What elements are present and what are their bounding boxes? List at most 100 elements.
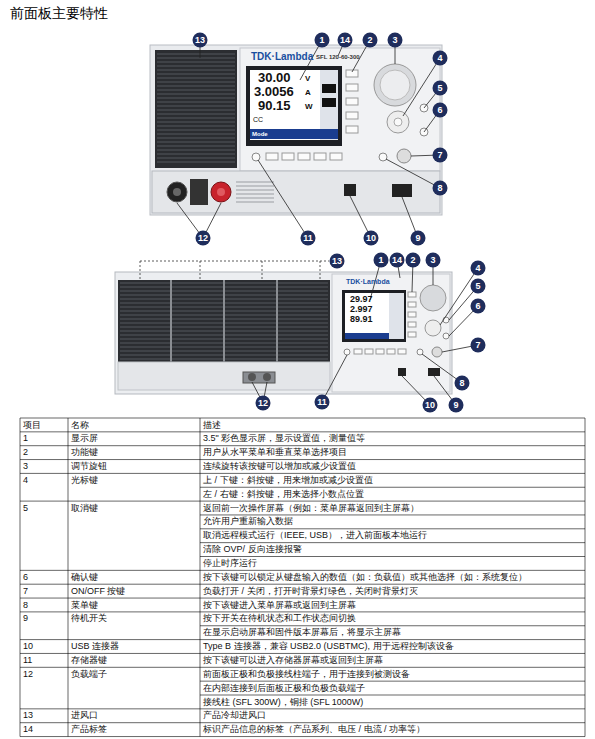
callout-number: 2	[401, 256, 425, 265]
callout-number: 8	[450, 379, 474, 388]
chassis	[115, 272, 452, 394]
callout-number: 12	[191, 234, 215, 243]
display	[345, 293, 389, 339]
soft-key	[282, 153, 294, 160]
callout-number: 10	[418, 401, 442, 410]
table-description: 按下该键可以进入存储器屏幕或返回到主屏幕	[203, 656, 383, 665]
table-item-number: 9	[23, 614, 28, 623]
table-description: 在显示启动屏幕和固件版本屏幕后，将显示主屏幕	[203, 628, 401, 637]
soft-key	[398, 349, 406, 354]
standby-switch	[392, 184, 412, 197]
table-description: 接线柱 (SFL 300W)，铜排 (SFL 1000W)	[203, 698, 363, 707]
function-key	[408, 312, 416, 317]
bracket-tick	[200, 261, 201, 279]
table-description: 连续旋转该按键可以增加或减少设置值	[203, 462, 356, 471]
bracket-tick	[140, 261, 141, 279]
vent-slat	[157, 153, 235, 154]
table-description: 3.5" 彩色显示屏，显示设置值，测量值等	[203, 434, 365, 443]
table-item-number: 12	[23, 670, 33, 679]
screen-bezel	[342, 290, 406, 342]
adjust-knob	[374, 64, 416, 106]
chassis	[150, 45, 442, 215]
vent-slat	[157, 117, 235, 118]
negative-terminal	[167, 182, 187, 202]
table-item-number: 3	[23, 462, 28, 471]
table-item-name: 取消键	[71, 504, 98, 513]
table-header: 名称	[71, 421, 89, 430]
vent-slat	[157, 81, 235, 82]
table-rule	[20, 431, 585, 432]
display-unit: A	[305, 89, 311, 97]
busbar-terminals	[243, 372, 275, 383]
table-rule	[200, 542, 585, 543]
table-item-name: 负载端子	[71, 670, 107, 679]
table-description: 负载打开 / 关闭，打开时背景灯绿色，关闭时背景灯灭	[203, 587, 418, 596]
table-rule	[200, 528, 585, 529]
table-rule	[20, 445, 585, 446]
table-rule	[20, 736, 585, 737]
callout-number: 7	[428, 151, 452, 160]
callout-number: 5	[428, 84, 452, 93]
lower-panel	[118, 362, 330, 390]
cancel-key	[443, 317, 449, 323]
callout-number: 11	[296, 234, 320, 243]
vent-slat	[236, 194, 274, 195]
callout-number: 5	[466, 282, 490, 291]
vent-slat	[236, 182, 274, 183]
table-description: 按下开关在待机状态和工作状态间切换	[203, 614, 356, 623]
negative-terminal-cap	[173, 188, 181, 196]
table-item-name: 菜单键	[71, 601, 98, 610]
cursor-keys	[387, 111, 409, 133]
table-rule	[20, 584, 585, 585]
display-flag	[322, 98, 336, 107]
table-item-number: 1	[23, 434, 28, 443]
table-header: 项目	[23, 421, 41, 430]
function-key	[346, 84, 358, 91]
adjust-knob-inner	[380, 70, 410, 100]
vent-divider	[276, 280, 278, 362]
vent-slat	[157, 53, 235, 54]
device-illustration	[115, 45, 452, 394]
usb-port	[398, 368, 406, 376]
cursor-keys-center	[394, 118, 402, 126]
vent-slat	[236, 186, 274, 187]
vent-slat	[157, 149, 235, 150]
vent-slat	[157, 101, 235, 102]
menu-key	[379, 153, 387, 161]
callout-number: 1	[369, 256, 393, 265]
positive-terminal-cap	[217, 188, 225, 196]
vent-slat	[157, 161, 235, 162]
display-current: 2.997	[350, 305, 373, 314]
vent-slat	[157, 61, 235, 62]
table-item-name: 确认键	[71, 573, 98, 582]
callout-number: 7	[466, 341, 490, 350]
callout-number: 13	[188, 36, 212, 45]
table-description: 上 / 下键：斜按键，用来增加或减少设置值	[203, 476, 373, 485]
vent-slat	[157, 121, 235, 122]
display-side	[389, 293, 404, 339]
table-rule	[20, 639, 585, 640]
table-description: 在内部连接到后面板正极和负极负载端子	[203, 684, 365, 693]
vent-slat	[157, 129, 235, 130]
table-item-number: 14	[23, 725, 33, 734]
table-description: 标识产品信息的标签（产品系列、电压 / 电流 / 功率等）	[203, 725, 425, 734]
table-description: 前面板正极和负极接线柱端子，用于连接到被测设备	[203, 670, 410, 679]
callout-number: 3	[421, 256, 445, 265]
leader-line	[440, 268, 478, 325]
callout-number: 4	[428, 54, 452, 63]
menu-tab: Mode	[252, 131, 268, 137]
vent-slat	[157, 97, 235, 98]
table-item-number: 10	[23, 642, 33, 651]
table-rule	[20, 418, 21, 737]
table-rule	[20, 473, 585, 474]
display-voltage: 30.00	[258, 71, 291, 84]
function-key	[408, 292, 416, 297]
table-rule	[20, 722, 585, 723]
on-off-key	[432, 347, 442, 357]
table-description: 返回前一次操作屏幕（例如：菜单屏幕返回到主屏幕）	[203, 504, 419, 513]
callout-number: 3	[383, 36, 407, 45]
table-rule	[68, 418, 69, 737]
soft-key	[365, 349, 373, 354]
soft-key	[298, 153, 310, 160]
table-grid	[20, 418, 585, 737]
